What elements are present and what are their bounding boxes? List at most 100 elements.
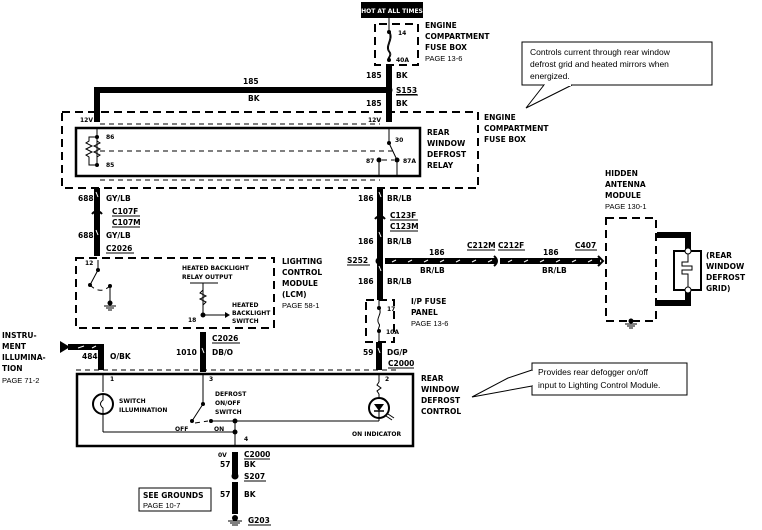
fuse-box-title-2: COMPARTMENT [425, 32, 490, 41]
connector-c2026-top: C2026 [106, 244, 132, 253]
wire-185-horizontal [94, 87, 389, 122]
arrow-icon [60, 341, 70, 353]
wire-num: 185 [366, 99, 382, 108]
hot-at-all-times-label: HOT AT ALL TIMES [361, 8, 423, 15]
connector-c407 [597, 255, 605, 267]
ip-fuse-title-1: I/P FUSE [411, 297, 446, 306]
connector-c2000-top: C2000 [388, 359, 414, 368]
wire-num: 484 [82, 352, 98, 361]
splice-s252: S252 [347, 256, 368, 265]
relay-title-2: WINDOW [427, 139, 466, 148]
wire-484 [68, 344, 104, 370]
voltage-label: 12V [80, 117, 93, 124]
wire-color: BK [396, 99, 409, 108]
relay-coil-icon: 86 85 [84, 128, 114, 169]
arrow-icon [225, 312, 230, 318]
wire-color: BR/LB [387, 237, 412, 246]
relay-title-1: REAR [427, 128, 450, 137]
connector-c212 [493, 255, 498, 267]
instrument-illumination: INSTRU- MENT ILLUMINA- TION PAGE 71-2 [2, 331, 70, 385]
connector-c2026-bottom: C2026 [212, 334, 238, 343]
wire-num: 186 [543, 248, 559, 257]
lcm-title-4: (LCM) [282, 290, 307, 299]
on-indicator-led-icon [368, 374, 395, 421]
wire-color: DB/O [212, 348, 233, 357]
wire-num: 688 [78, 194, 94, 203]
wire-num: 57 [220, 490, 230, 499]
note-line: energized. [530, 71, 570, 81]
grid-label-3: DEFROST [706, 273, 746, 282]
ip-fuse-title-2: PANEL [411, 308, 438, 317]
engine-fuse-box-top: 14 40A ENGINE COMPARTMENT FUSE BOX PAGE … [374, 18, 490, 66]
fuse-rating: 40A [396, 57, 409, 64]
label: SWITCH [215, 409, 242, 416]
wire-color: BK [396, 71, 409, 80]
pin-85: 85 [106, 162, 114, 169]
grid-wire-top [657, 232, 691, 250]
label: RELAY OUTPUT [182, 274, 233, 281]
pin-1: 1 [110, 376, 114, 383]
off-label: OFF [175, 426, 188, 433]
relay-fuse-box-title-1: ENGINE [484, 113, 516, 122]
wire-color: DG/P [387, 348, 408, 357]
wire-num: 185 [243, 77, 259, 86]
voltage-label: 0V [218, 452, 227, 459]
connector-c123 [374, 215, 386, 220]
pin-12: 12 [85, 260, 93, 267]
wire-num: 186 [429, 248, 445, 257]
control-title-1: REAR [421, 374, 444, 383]
wire-color: BR/LB [387, 194, 412, 203]
lcm-page: PAGE 58-1 [282, 301, 319, 310]
connector-c123m: C123M [390, 222, 419, 231]
grid-element-icon [681, 254, 693, 287]
label: HEATED BACKLIGHT [182, 265, 250, 272]
pin-87a: 87A [403, 158, 416, 165]
connector-c123f: C123F [390, 211, 416, 220]
antenna-page: PAGE 130-1 [605, 202, 647, 211]
wire-color: GY/LB [106, 231, 131, 240]
ground-icon [107, 300, 113, 306]
wire-color: BR/LB [420, 266, 445, 275]
connector-c212f: C212F [498, 241, 524, 250]
note-line: Provides rear defogger on/off [538, 367, 649, 377]
relay-title-3: DEFROST [427, 150, 467, 159]
wire-num: 186 [358, 237, 374, 246]
wire-num: 186 [358, 277, 374, 286]
label: HEATED [232, 302, 258, 309]
connector-c407-label: C407 [575, 241, 596, 250]
label: TION [2, 364, 23, 373]
splice-s207: S207 [244, 472, 265, 481]
wire-color: BK [248, 94, 261, 103]
ground-g203-icon [228, 515, 242, 526]
wire-stripes [391, 259, 593, 263]
note-line: Controls current through rear window [530, 47, 671, 57]
label: BACKLIGHT [232, 310, 271, 317]
pin-2: 2 [385, 376, 389, 383]
label: ON/OFF [215, 400, 241, 407]
label: ILLUMINATION [119, 407, 167, 414]
connector-c107m: C107M [112, 218, 141, 227]
antenna-title-1: HIDDEN [605, 169, 638, 178]
wire-num: 59 [363, 348, 373, 357]
see-grounds-box [138, 487, 212, 512]
lcm-switch-icon: 12 [85, 260, 116, 311]
relay-title-4: RELAY [427, 161, 454, 170]
switch-illumination-lamp-icon [92, 374, 235, 433]
pin-4: 4 [244, 436, 248, 443]
wire-num: 1010 [176, 348, 197, 357]
label: INSTRU- [2, 331, 37, 340]
wire-color: GY/LB [106, 194, 131, 203]
rear-window-defrost-control [75, 372, 415, 448]
on-label: ON [214, 426, 224, 433]
lighting-control-module [75, 257, 275, 329]
voltage-label: 12V [368, 117, 381, 124]
on-indicator-label: ON INDICATOR [352, 431, 401, 438]
wire-num: 688 [78, 231, 94, 240]
defrost-switch-icon [190, 374, 379, 446]
wire-num: 186 [358, 194, 374, 203]
fuse-box-title-3: FUSE BOX [425, 43, 467, 52]
splice-s207-dot [231, 472, 239, 480]
lcm-relay-output: HEATED BACKLIGHT RELAY OUTPUT HEATED BAC… [182, 265, 271, 325]
wire-color: BK [244, 460, 257, 469]
connector-c212m: C212M [467, 241, 496, 250]
